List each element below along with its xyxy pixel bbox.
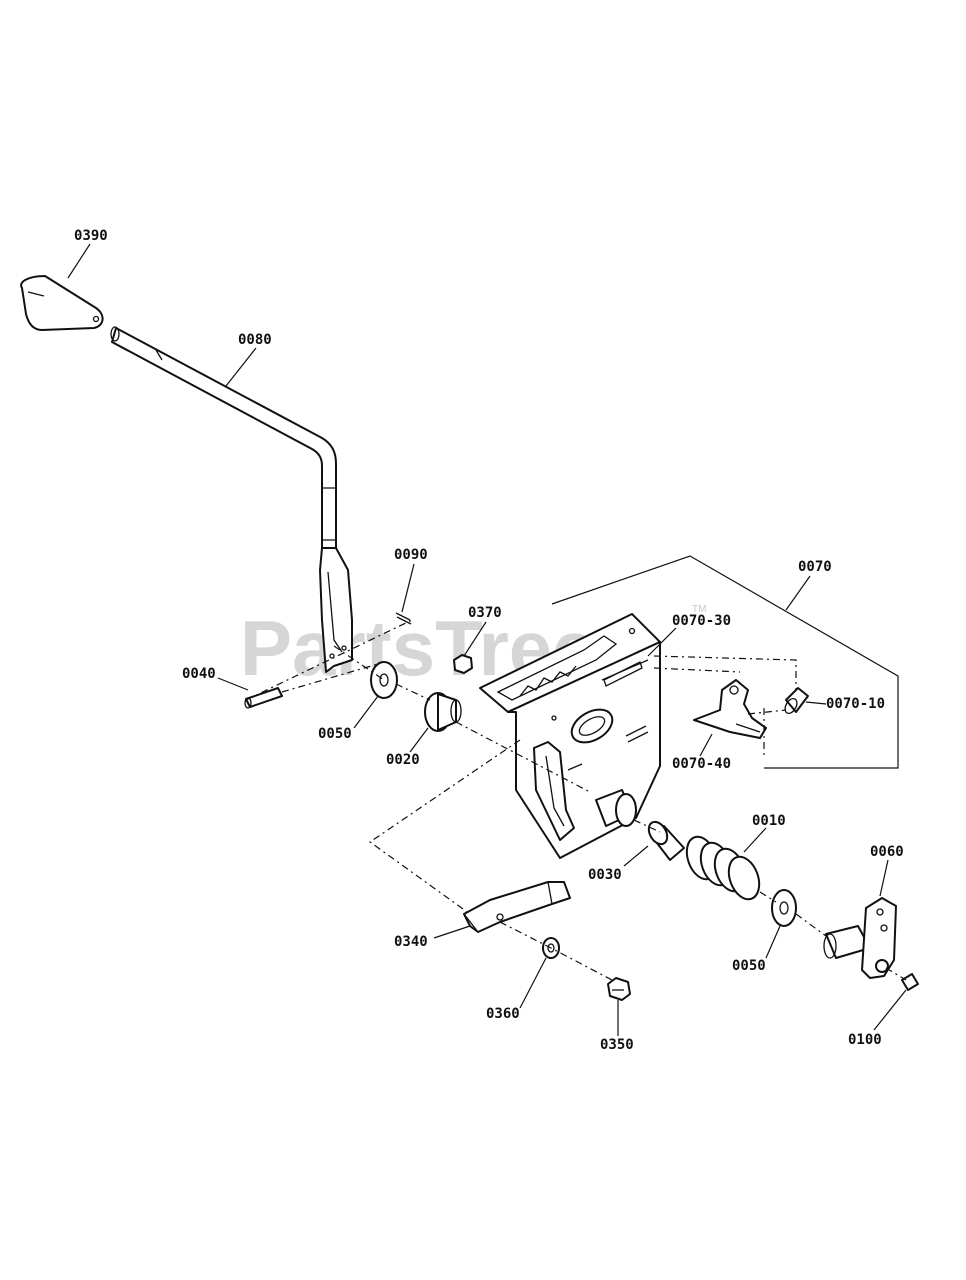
sleeve-part[interactable] bbox=[645, 819, 685, 861]
shaft-boss-part[interactable] bbox=[595, 789, 637, 827]
callout-0020: 0020 bbox=[386, 752, 420, 768]
watermark-tm: TM bbox=[692, 604, 706, 615]
callout-0050-right: 0050 bbox=[732, 958, 766, 974]
bolt-part[interactable] bbox=[607, 977, 631, 1001]
callout-0040: 0040 bbox=[182, 666, 216, 682]
cotter-pin-part[interactable] bbox=[395, 612, 412, 625]
shift-lever-part[interactable] bbox=[110, 326, 353, 673]
callout-0100: 0100 bbox=[848, 1032, 882, 1048]
knob-part[interactable] bbox=[20, 275, 104, 331]
spring-part[interactable] bbox=[681, 833, 764, 904]
callout-0390: 0390 bbox=[74, 228, 108, 244]
callout-0340: 0340 bbox=[394, 934, 428, 950]
callout-0090: 0090 bbox=[394, 547, 428, 563]
washer-right-part[interactable] bbox=[771, 889, 797, 927]
detent-spring-part[interactable] bbox=[601, 659, 649, 681]
callout-0370: 0370 bbox=[468, 605, 502, 621]
callout-0050-left: 0050 bbox=[318, 726, 352, 742]
nut-part[interactable] bbox=[453, 654, 473, 674]
shaft-arm-part[interactable] bbox=[823, 897, 897, 979]
washer-left-part[interactable] bbox=[370, 661, 398, 699]
callout-0070-30: 0070-30 bbox=[672, 613, 731, 629]
link-part[interactable] bbox=[463, 881, 571, 933]
screw-part[interactable] bbox=[901, 973, 919, 991]
callout-0070-40: 0070-40 bbox=[672, 756, 731, 772]
callout-0030: 0030 bbox=[588, 867, 622, 883]
callout-0010: 0010 bbox=[752, 813, 786, 829]
assembly-lines bbox=[245, 619, 907, 981]
callout-0350: 0350 bbox=[600, 1037, 634, 1053]
callouts: 0390 0080 0090 0370 0070 0070-30 0070-10… bbox=[74, 228, 904, 1053]
roller-part[interactable] bbox=[783, 687, 809, 715]
leader-lines bbox=[67, 243, 907, 1036]
callout-0360: 0360 bbox=[486, 1006, 520, 1022]
assembly-frame bbox=[551, 555, 899, 769]
callout-0080: 0080 bbox=[238, 332, 272, 348]
callout-0070-10: 0070-10 bbox=[826, 696, 885, 712]
bushing-part[interactable] bbox=[424, 692, 462, 732]
callout-0060: 0060 bbox=[870, 844, 904, 860]
callout-0070: 0070 bbox=[798, 559, 832, 575]
detent-arm-part[interactable] bbox=[693, 679, 767, 739]
clevis-pin-part[interactable] bbox=[244, 687, 283, 709]
